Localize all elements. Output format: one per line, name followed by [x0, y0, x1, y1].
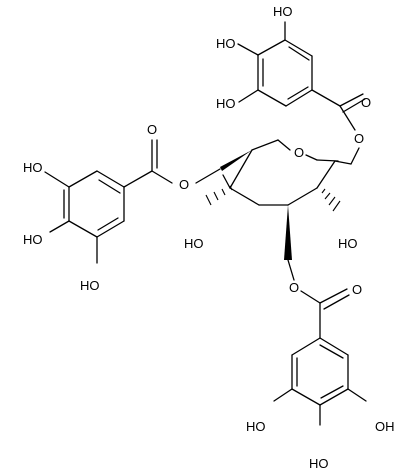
ester-group-bottom — [287, 259, 350, 339]
pyranose-ring — [222, 139, 339, 206]
hydroxyl-label: HO — [246, 419, 266, 434]
hydroxyl-label: HO — [80, 278, 100, 293]
hydroxyl-label: OH — [375, 419, 395, 434]
atom-labels: HO HO HO O O O O O HO HO HO HO HO O O HO… — [23, 4, 395, 471]
carbonyl-oxygen-label: O — [361, 95, 371, 110]
hashed-bond-c2 — [321, 188, 341, 212]
carbonyl-oxygen-label: O — [147, 122, 157, 137]
galloyl-ring-bottom — [273, 337, 367, 426]
hydroxyl-label: HO — [184, 236, 204, 251]
glycosidic-oxygen-label: O — [354, 131, 364, 146]
hydroxyl-label: HO — [23, 232, 43, 247]
hashed-bond-c4 — [205, 185, 233, 206]
hydroxyl-label: HO — [309, 456, 329, 471]
ester-group-left — [123, 139, 221, 188]
ester-oxygen-label: O — [179, 177, 189, 192]
galloyl-ring-top — [237, 21, 341, 107]
hydroxyl-label: HO — [273, 4, 293, 19]
ring-oxygen-label: O — [294, 145, 304, 160]
hydroxyl-label: HO — [216, 96, 236, 111]
ester-oxygen-label: O — [289, 280, 299, 295]
galloyl-ring-left — [44, 170, 125, 264]
hydroxyl-label: HO — [216, 36, 236, 51]
hydroxyl-label: HO — [338, 236, 358, 251]
carbonyl-oxygen-label: O — [352, 282, 362, 297]
stereo-bonds — [205, 150, 341, 260]
hydroxyl-label: HO — [23, 160, 43, 175]
